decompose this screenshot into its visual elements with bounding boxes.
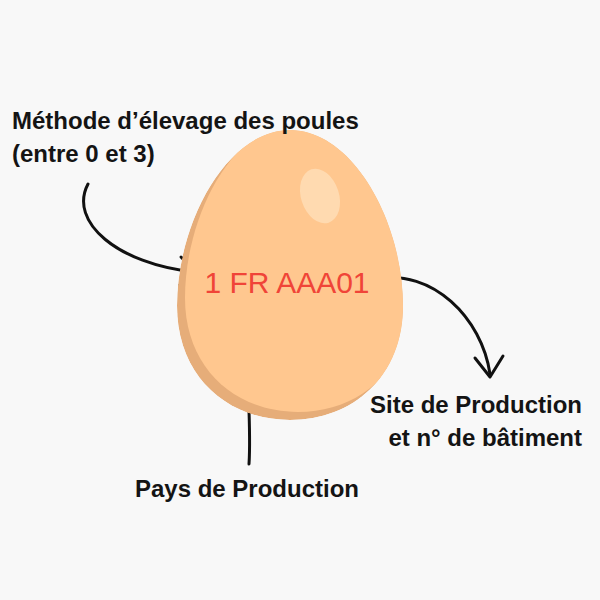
egg-code: 1 FR AAA01 [204, 268, 369, 298]
callout-label: Pays de Production [120, 472, 374, 505]
egg-shape: 1 FR AAA01 [177, 130, 403, 420]
leader-line [84, 184, 194, 272]
arrow-head [475, 356, 503, 377]
callout-label: Site de Production et n° de bâtiment [346, 388, 582, 454]
egg-body [185, 130, 403, 412]
egg-highlight [293, 163, 346, 228]
callout-label: Méthode d’élevage des poules (entre 0 et… [12, 104, 374, 170]
